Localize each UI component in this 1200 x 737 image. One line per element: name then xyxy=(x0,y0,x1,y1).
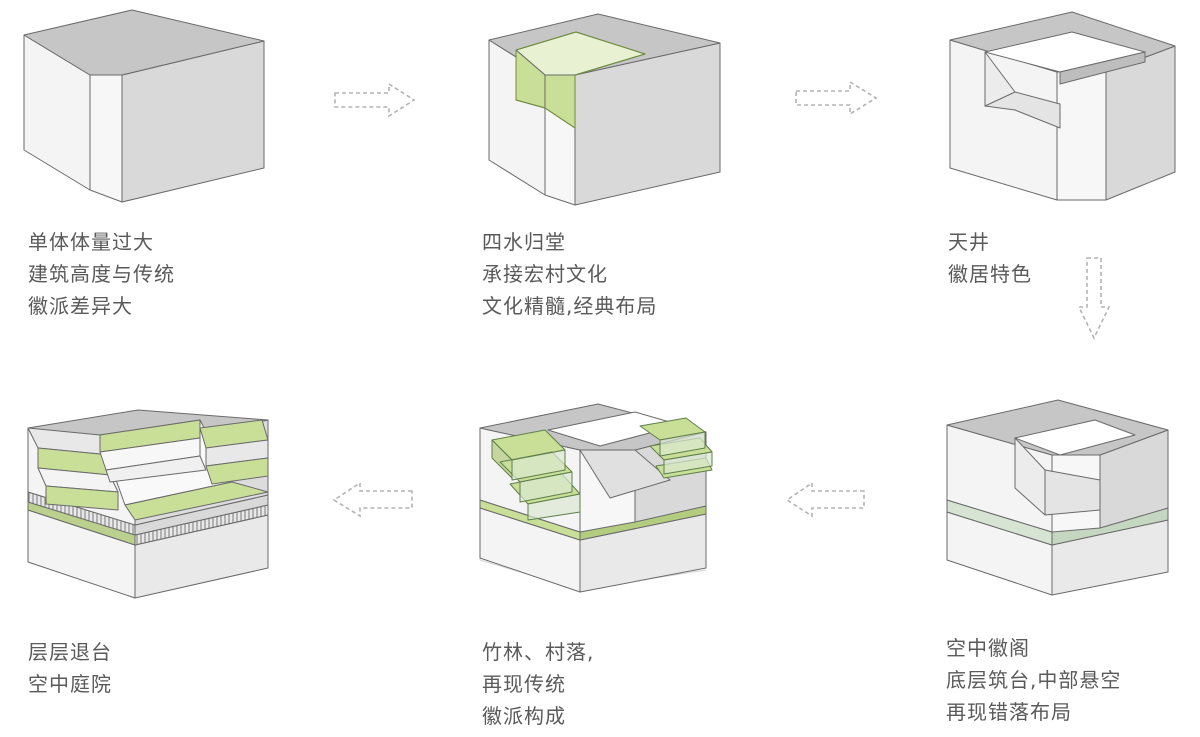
block-1-roof xyxy=(23,9,265,76)
arrow-right-2 xyxy=(795,80,878,116)
caption-line: 层层退台 xyxy=(28,640,112,664)
flow-arrows xyxy=(332,80,1111,518)
block-4-terraces-left xyxy=(27,427,119,511)
massing-block-1 xyxy=(23,9,265,203)
block-4-terraces-right xyxy=(199,419,269,485)
caption-line: 再现传统 xyxy=(482,672,566,696)
caption-line: 单体体量过大 xyxy=(28,230,154,254)
caption-line: 底层筑台,中部悬空 xyxy=(946,668,1122,692)
caption-step-2: 四水归堂 承接宏村文化 文化精髓,经典布局 xyxy=(482,226,657,322)
caption-step-6: 空中徽阁 底层筑台,中部悬空 再现错落布局 xyxy=(946,632,1121,728)
caption-line: 徽居特色 xyxy=(948,262,1032,286)
caption-line: 竹林、村落, xyxy=(482,640,595,664)
caption-line: 四水归堂 xyxy=(482,230,566,254)
caption-step-5: 竹林、村落, 再现传统 徽派构成 xyxy=(482,636,594,732)
caption-step-4: 层层退台 空中庭院 xyxy=(28,636,112,700)
caption-line: 建筑高度与传统 xyxy=(28,262,175,286)
caption-line: 再现错落布局 xyxy=(946,700,1072,724)
caption-step-1: 单体体量过大 建筑高度与传统 徽派差异大 xyxy=(28,226,175,322)
caption-line: 徽派构成 xyxy=(482,704,566,728)
massing-block-2 xyxy=(488,13,721,206)
massing-block-6 xyxy=(946,399,1169,596)
caption-line: 空中徽阁 xyxy=(946,636,1030,660)
massing-block-4 xyxy=(27,409,269,599)
block-1-mid-wall xyxy=(89,74,123,203)
caption-line: 文化精髓,经典布局 xyxy=(482,294,658,318)
caption-line: 徽派差异大 xyxy=(28,294,133,318)
block-5-terraces-right xyxy=(639,417,713,479)
caption-step-3: 天井 徽居特色 xyxy=(948,226,1032,290)
block-5-terraces-left xyxy=(491,429,581,521)
arrow-left-4 xyxy=(785,481,865,518)
arrow-down-3 xyxy=(1077,257,1111,340)
caption-line: 空中庭院 xyxy=(28,672,112,696)
arrow-right-1 xyxy=(334,82,416,118)
caption-line: 天井 xyxy=(948,230,990,254)
arrow-left-5 xyxy=(332,481,413,518)
massing-block-3 xyxy=(949,11,1176,201)
caption-line: 承接宏村文化 xyxy=(482,262,608,286)
massing-block-5 xyxy=(479,403,713,593)
